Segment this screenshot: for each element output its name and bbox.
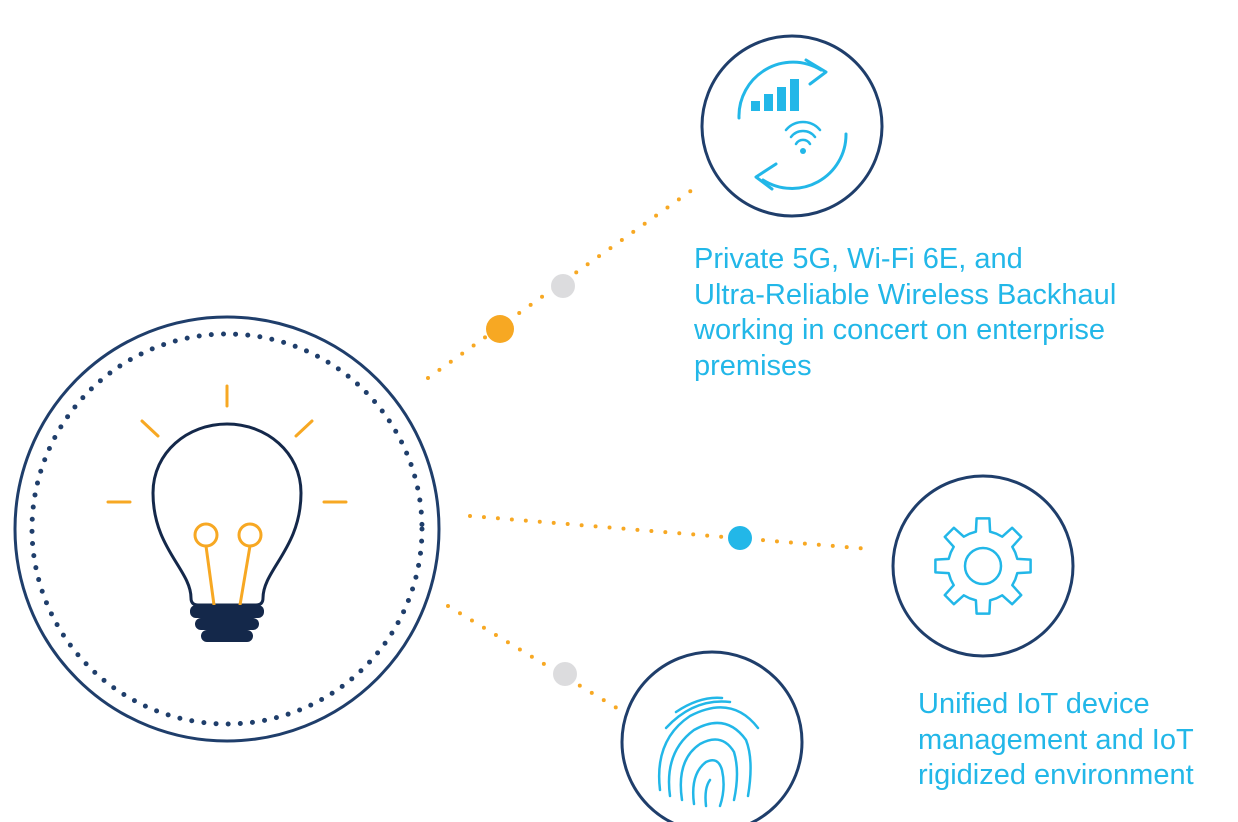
connector-node-blue [728,526,752,550]
fingerprint-circle-ring [620,650,804,822]
lightbulb-rays [106,384,348,504]
fingerprint-circle [620,650,804,822]
wireless-signal-icon [737,58,848,191]
central-circle [13,315,441,743]
central-dotted-ring [29,331,425,727]
wifi-icon [784,120,822,146]
wireless-circle [700,34,884,218]
connector-to-gear [468,514,872,551]
lightbulb-filament [193,522,263,607]
connector-to-fingerprint [446,604,632,718]
central-outer-ring [13,315,441,743]
refresh-arrow-bottom [754,162,778,191]
refresh-arc-top [737,60,823,120]
connector-node-gray-bottom [553,662,577,686]
wifi-dot [800,148,806,154]
gear-circle-ring [891,474,1075,658]
connector-to-wireless [426,188,694,380]
iot-caption-line-3: rigidized environment [918,759,1194,791]
iot-caption-line-1: Unified IoT device [918,688,1150,720]
connector-node-gray-top [551,274,575,298]
signal-bars-icon [751,79,799,111]
connector-lines [426,188,872,718]
connectivity-caption: Private 5G, Wi-Fi 6E, and Ultra-Reliable… [694,242,1116,384]
gear-icon [934,517,1032,615]
connector-node-orange [486,315,514,343]
iot-caption-line-2: management and IoT [918,723,1194,756]
connectivity-caption-line-2: Ultra-Reliable Wireless Backhaul [694,278,1117,311]
connectivity-caption-line-3: working in concert on enterprise [694,314,1106,346]
gear-circle [891,474,1075,658]
gear-hub [963,546,1003,586]
connectivity-caption-line-1: Private 5G, Wi-Fi 6E, and [694,243,1023,275]
iot-caption: Unified IoT device management and IoT ri… [918,687,1194,794]
lightbulb-glass [151,422,303,607]
connectivity-caption-line-4: premises [694,349,812,382]
refresh-arrow-top [804,58,828,86]
lightbulb-base [190,605,264,642]
fingerprint-icon [657,696,760,808]
lightbulb-icon [106,384,348,642]
refresh-arc-bottom [761,132,848,190]
